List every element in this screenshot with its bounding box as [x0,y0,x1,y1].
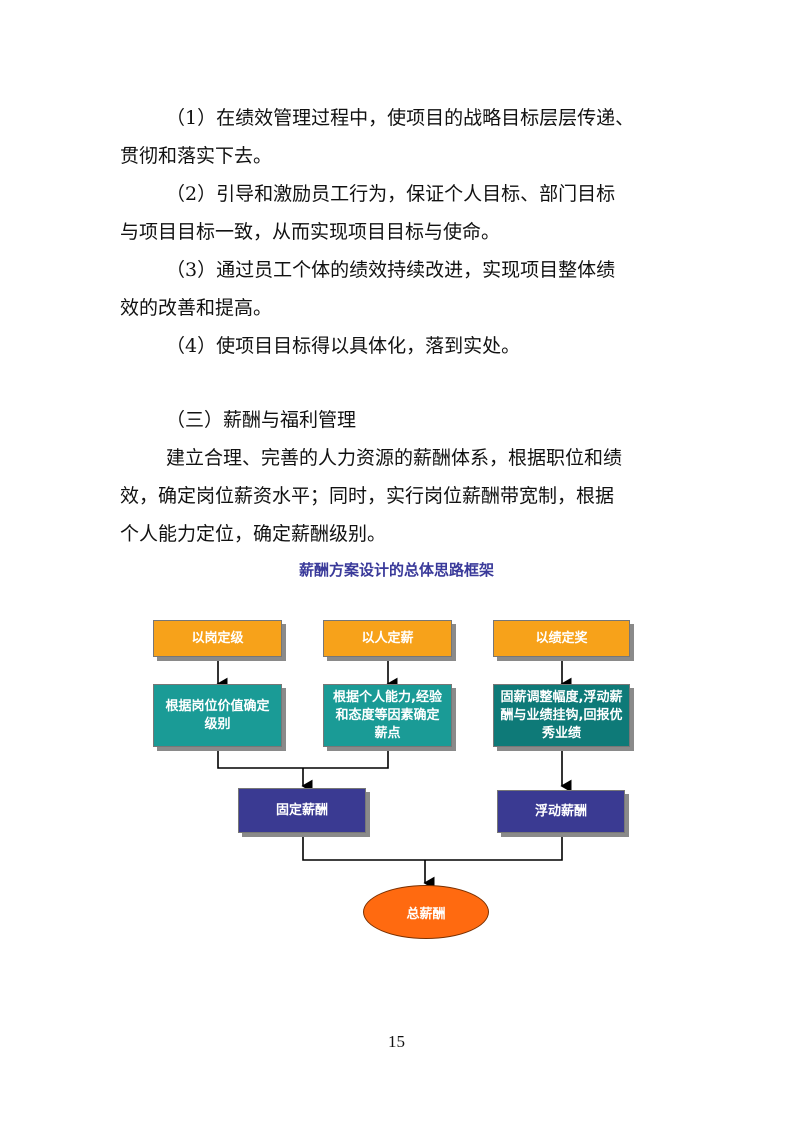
page-number: 15 [388,1032,405,1051]
box-floating-pay: 浮动薪酬 [497,790,625,833]
box-fixed-pay: 固定薪酬 [238,788,366,833]
box-bonus-by-performance: 以绩定奖 [493,620,630,657]
box-pay-by-person: 以人定薪 [323,620,452,657]
paragraph-3-line-1: （3）通过员工个体的绩效持续改进，实现项目整体绩 [166,259,616,281]
paragraph-5-line-1: 建立合理、完善的人力资源的薪酬体系，根据职位和绩 [166,447,623,469]
section-heading: （三）薪酬与福利管理 [166,409,357,431]
paragraph-1-line-2: 贯彻和落实下去。 [120,145,273,167]
box-ability-factors: 根据个人能力,经验和态度等因素确定薪点 [323,684,452,747]
paragraph-5-line-2: 效，确定岗位薪资水平；同时，实行岗位薪酬带宽制，根据 [120,485,615,507]
ellipse-total-pay: 总薪酬 [363,885,489,939]
paragraph-2-line-1: （2）引导和激励员工行为，保证个人目标、部门目标 [166,183,616,205]
paragraph-3-line-2: 效的改善和提高。 [120,297,273,319]
box-position-value-grade: 根据岗位价值确定级别 [153,684,282,747]
box-grade-by-position: 以岗定级 [153,620,282,657]
paragraph-4-line-1: （4）使项目目标得以具体化，落到实处。 [166,335,521,357]
paragraph-2-line-2: 与项目目标一致，从而实现项目目标与使命。 [120,221,501,243]
diagram-title: 薪酬方案设计的总体思路框架 [298,561,494,579]
box-performance-link: 固薪调整幅度,浮动薪酬与业绩挂钩,回报优秀业绩 [493,684,630,747]
paragraph-1-line-1: （1）在绩效管理过程中，使项目的战略目标层层传递、 [166,107,635,129]
paragraph-5-line-3: 个人能力定位，确定薪酬级别。 [120,523,387,545]
